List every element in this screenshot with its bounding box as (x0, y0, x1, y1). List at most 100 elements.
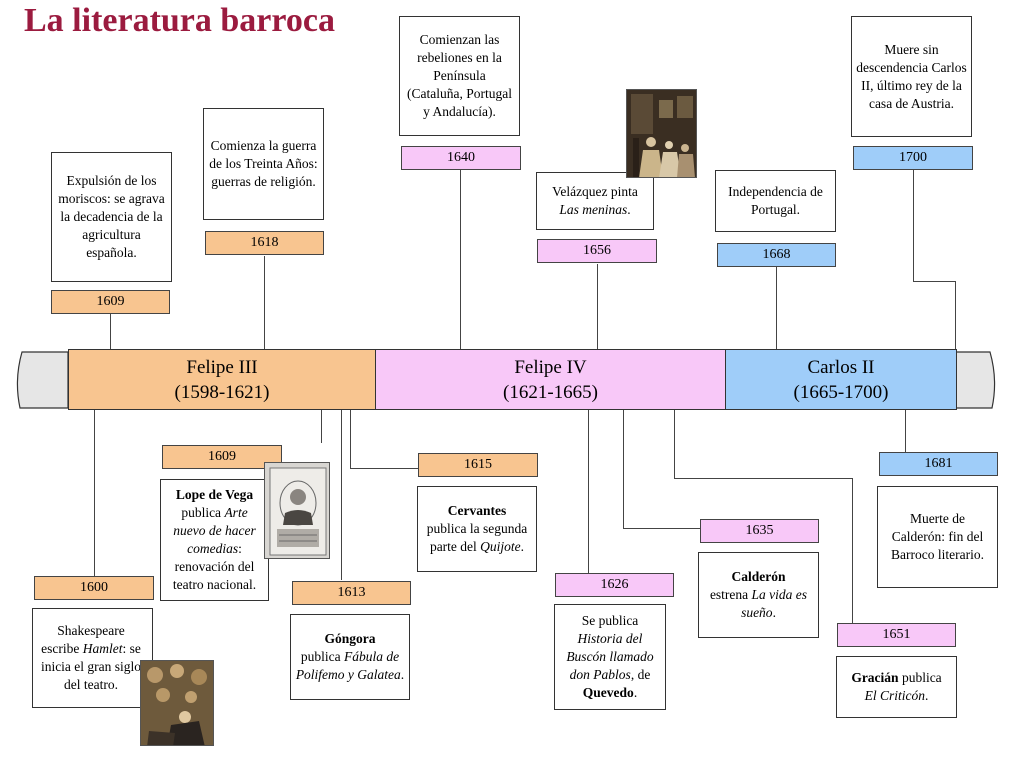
period-name: Carlos II (807, 356, 875, 378)
text-part: . (633, 685, 638, 700)
year-label-1609-lope: 1609 (162, 445, 282, 469)
author-name: Gracián (851, 670, 899, 685)
year-label-1626: 1626 (555, 573, 674, 597)
connector-line (350, 410, 351, 468)
event-box-1640: Comienzan las rebeliones en la Península… (399, 16, 520, 136)
connector-line (776, 266, 777, 349)
year-label-1656: 1656 (537, 239, 657, 263)
connector-line (913, 170, 914, 281)
connector-line (460, 170, 461, 349)
connector-line (341, 410, 342, 580)
work-title: Arte nuevo de hacer comedias (173, 505, 256, 556)
author-name: Calderón (731, 569, 786, 584)
connector-line (623, 410, 624, 528)
event-text-end: . (627, 202, 631, 217)
author-name: Góngora (324, 631, 376, 646)
text-part: . (925, 688, 929, 703)
year-label-1635: 1635 (700, 519, 819, 543)
event-text: Lope de Vega publica Arte nuevo de hacer… (165, 486, 264, 594)
las-meninas-painting-image (626, 89, 697, 178)
work-title: Las meninas (559, 202, 628, 217)
connector-line (674, 410, 675, 478)
connector-line (110, 314, 111, 349)
event-box-1656: Velázquez pinta Las meninas. (536, 172, 654, 230)
event-box-1626: Se publica Historia del Buscón llamado d… (554, 604, 666, 710)
event-text: Calderón estrena La vida es sueño. (703, 568, 814, 622)
lope-de-vega-portrait-image (264, 462, 330, 559)
work-title: La vida es sueño (741, 587, 808, 620)
event-text: Expulsión de los moriscos: se agrava la … (58, 173, 165, 260)
event-box-1618: Comienza la guerra de los Treinta Años: … (203, 108, 324, 220)
period-years: (1621-1665) (503, 381, 598, 403)
year-label-1618: 1618 (205, 231, 324, 255)
text-part: , de (630, 667, 651, 682)
text-part: publica la segunda parte del (426, 521, 528, 554)
work-title: Hamlet (82, 641, 123, 656)
connector-line (264, 256, 265, 349)
event-box-1635: Calderón estrena La vida es sueño. (698, 552, 819, 638)
event-box-1681: Muerte de Calderón: fin del Barroco lite… (877, 486, 998, 588)
work-title: Quijote (480, 539, 521, 554)
connector-line (674, 478, 852, 479)
event-box-1600: Shakespeare escribe Hamlet: se inicia el… (32, 608, 153, 708)
work-title: El Criticón (864, 688, 925, 703)
event-text: Muerte de Calderón: fin del Barroco lite… (891, 511, 984, 562)
connector-line (597, 264, 598, 349)
event-box-1615: Cervantes publica la segunda parte del Q… (417, 486, 537, 572)
event-box-1700: Muere sin descendencia Carlos II, último… (851, 16, 972, 137)
period-carlos-ii: Carlos II (1665-1700) (725, 349, 957, 410)
page-title: La literatura barroca (24, 2, 335, 39)
event-text: Comienzan las rebeliones en la Península… (407, 32, 512, 119)
event-text: Independencia de Portugal. (728, 184, 823, 217)
event-text-plain: Velázquez pinta (552, 184, 638, 199)
text-part: Se publica (581, 613, 639, 628)
event-box-1651: Gracián publica El Criticón. (836, 656, 957, 718)
connector-line (905, 410, 906, 452)
text-part: publica (181, 505, 225, 520)
year-label-1600: 1600 (34, 576, 154, 600)
text-part: publica (300, 649, 344, 664)
event-text: Muere sin descendencia Carlos II, último… (856, 41, 967, 111)
connector-line (321, 410, 322, 443)
connector-line (94, 410, 95, 576)
work-title: Fábula de Polifemo y Galatea (295, 649, 401, 682)
connector-line (623, 528, 701, 529)
period-name: Felipe III (186, 356, 258, 378)
year-label-1640: 1640 (401, 146, 521, 170)
author-name: Cervantes (447, 503, 507, 518)
period-years: (1665-1700) (793, 381, 889, 403)
connector-line (588, 410, 589, 573)
event-text: Velázquez pinta Las meninas. (552, 183, 638, 219)
text-part: publica (898, 670, 942, 685)
theatre-painting-image (140, 660, 214, 746)
work-title: Historia del Buscón llamado don Pablos (566, 631, 654, 682)
year-label-1609: 1609 (51, 290, 170, 314)
connector-line (852, 478, 853, 623)
text-part: Shakespeare escribe (41, 623, 125, 656)
year-label-1613: 1613 (292, 581, 411, 605)
period-name: Felipe IV (514, 356, 587, 378)
connector-line (913, 281, 955, 282)
event-text: Shakespeare escribe Hamlet: se inicia el… (37, 622, 145, 694)
year-label-1700: 1700 (853, 146, 973, 170)
event-box-1609-moriscos: Expulsión de los moriscos: se agrava la … (51, 152, 172, 282)
event-box-1613: Góngora publica Fábula de Polifemo y Gal… (290, 614, 410, 700)
event-text: Góngora publica Fábula de Polifemo y Gal… (295, 630, 405, 684)
event-text: Se publica Historia del Buscón llamado d… (559, 612, 661, 702)
event-text: Cervantes publica la segunda parte del Q… (422, 502, 532, 556)
text-part: . (520, 539, 525, 554)
year-label-1668: 1668 (717, 243, 836, 267)
text-part: . (772, 605, 776, 620)
event-text: Gracián publica El Criticón. (851, 669, 941, 705)
text-part: . (400, 667, 405, 682)
year-label-1681: 1681 (879, 452, 998, 476)
connector-line (350, 468, 420, 469)
period-felipe-iv: Felipe IV (1621-1665) (375, 349, 726, 410)
year-label-1651: 1651 (837, 623, 956, 647)
author-name: Lope de Vega (175, 487, 254, 502)
text-part: estrena (709, 587, 752, 602)
event-box-1668: Independencia de Portugal. (715, 170, 836, 232)
text-part: : se inicia el gran siglo del teatro. (40, 641, 142, 692)
period-felipe-iii: Felipe III (1598-1621) (68, 349, 376, 410)
connector-line (955, 281, 956, 349)
